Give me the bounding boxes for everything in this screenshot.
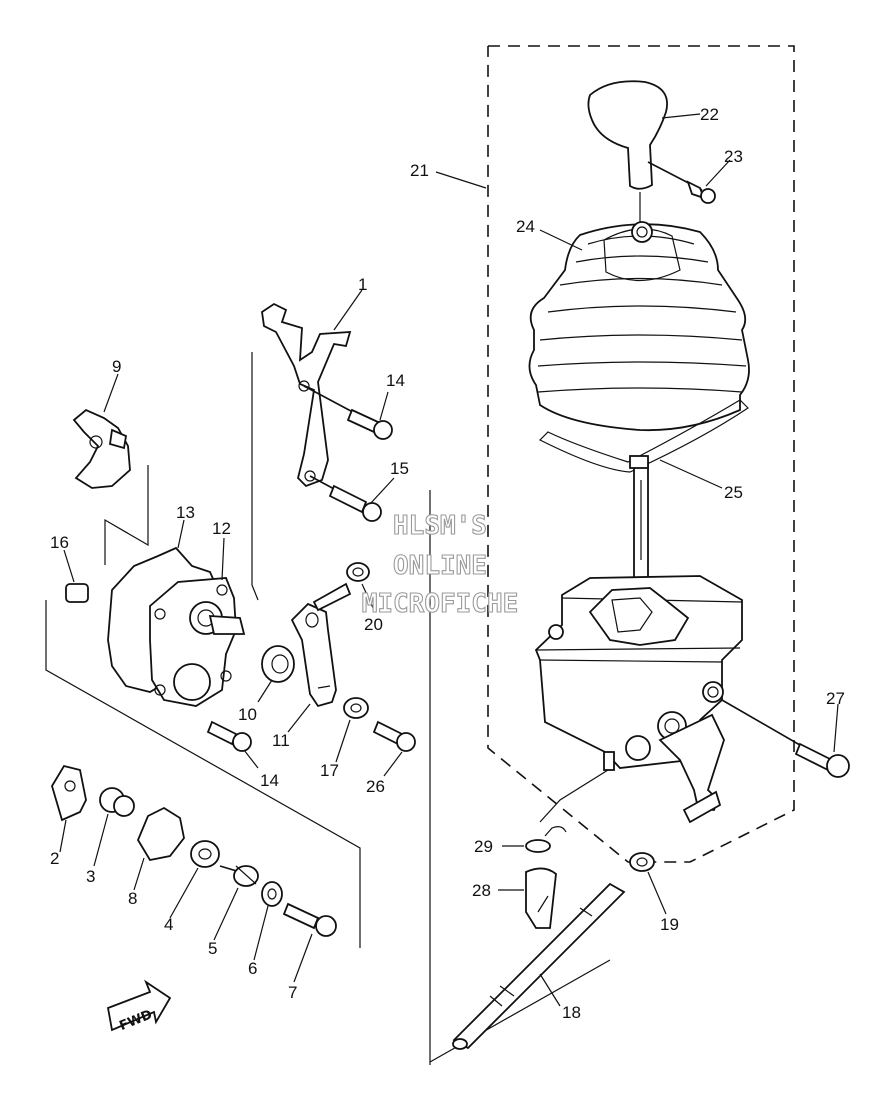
- bolt-20: [312, 562, 370, 612]
- callout-20: 20: [364, 615, 383, 634]
- callout-18: 18: [562, 1003, 581, 1022]
- washer-4: [190, 840, 220, 868]
- callout-3: 3: [86, 867, 95, 886]
- housing-group-frame: [45, 600, 361, 948]
- assembly-21-frame: [487, 45, 795, 863]
- bracket-1: [261, 302, 352, 488]
- callout-29: 29: [474, 837, 493, 856]
- pin-5: [219, 865, 259, 887]
- shift-boot: [528, 221, 750, 432]
- callout-22: 22: [700, 105, 719, 124]
- bushing-3: [99, 787, 135, 817]
- bearing-10: [261, 645, 295, 683]
- shift-shaft-18: [452, 882, 626, 1050]
- callout-24: 24: [516, 217, 535, 236]
- callout-8: 8: [128, 889, 137, 908]
- callout-14-top: 14: [386, 371, 405, 390]
- callout-9: 9: [112, 357, 121, 376]
- callout-17: 17: [320, 761, 339, 780]
- stopper-2: [51, 764, 87, 822]
- callout-6: 6: [248, 959, 257, 978]
- shift-knob: [587, 80, 668, 240]
- shift-gate-housing: [534, 575, 743, 771]
- bolt-26: [372, 720, 416, 752]
- pin-29: [525, 769, 609, 853]
- knob-screw: [647, 161, 716, 204]
- watermark-line-3: MICROFICHE: [362, 589, 519, 619]
- bolt-27: [721, 699, 850, 778]
- washer-17: [343, 697, 369, 719]
- callout-5: 5: [208, 939, 217, 958]
- callout-16: 16: [50, 533, 69, 552]
- watermark-line-1: HLSM'S: [393, 511, 487, 541]
- callout-7: 7: [288, 983, 297, 1002]
- fwd-arrow-icon: FWD: [106, 979, 172, 1034]
- housing-cover-12: [149, 577, 246, 707]
- cam-group-frame: [104, 465, 149, 565]
- callout-25: 25: [724, 483, 743, 502]
- callout-15: 15: [390, 459, 409, 478]
- callout-13: 13: [176, 503, 195, 522]
- watermark-line-2: ONLINE: [393, 551, 487, 581]
- callout-21: 21: [410, 161, 429, 180]
- bolt-14-bottom: [206, 720, 252, 752]
- callout-4: 4: [164, 915, 173, 934]
- callout-10: 10: [238, 705, 257, 724]
- callout-12: 12: [212, 519, 231, 538]
- watermark: HLSM'S ONLINE MICROFICHE: [361, 510, 519, 619]
- callout-14-bottom: 14: [260, 771, 279, 790]
- pin-16: [65, 583, 89, 603]
- gear-sector-8: [136, 806, 185, 862]
- lever-arm-11: [290, 602, 337, 708]
- bolt-7: [282, 902, 337, 937]
- shift-arm: [625, 681, 725, 824]
- callout-26: 26: [366, 777, 385, 796]
- sleeve-28: [525, 867, 557, 929]
- callout-11: 11: [272, 731, 290, 750]
- cam-sector-9: [72, 408, 131, 489]
- callout-19: 19: [660, 915, 679, 934]
- callout-1: 1: [358, 275, 367, 294]
- callout-27: 27: [826, 689, 845, 708]
- callout-23: 23: [724, 147, 743, 166]
- washer-6: [261, 881, 283, 907]
- callout-2: 2: [50, 849, 59, 868]
- bracket-group-frame: [251, 352, 259, 601]
- collar-19: [629, 852, 655, 872]
- bolt-15: [309, 475, 382, 522]
- callout-28: 28: [472, 881, 491, 900]
- shift-lever-rod: [629, 455, 649, 613]
- leader-lines: [59, 113, 839, 1007]
- callouts: 1 2 3 4 5 6 7 8 9 10 11 12 13 14 14 15 1…: [50, 105, 845, 1022]
- boot-clip: [538, 399, 749, 473]
- bolt-14-top: [303, 385, 393, 440]
